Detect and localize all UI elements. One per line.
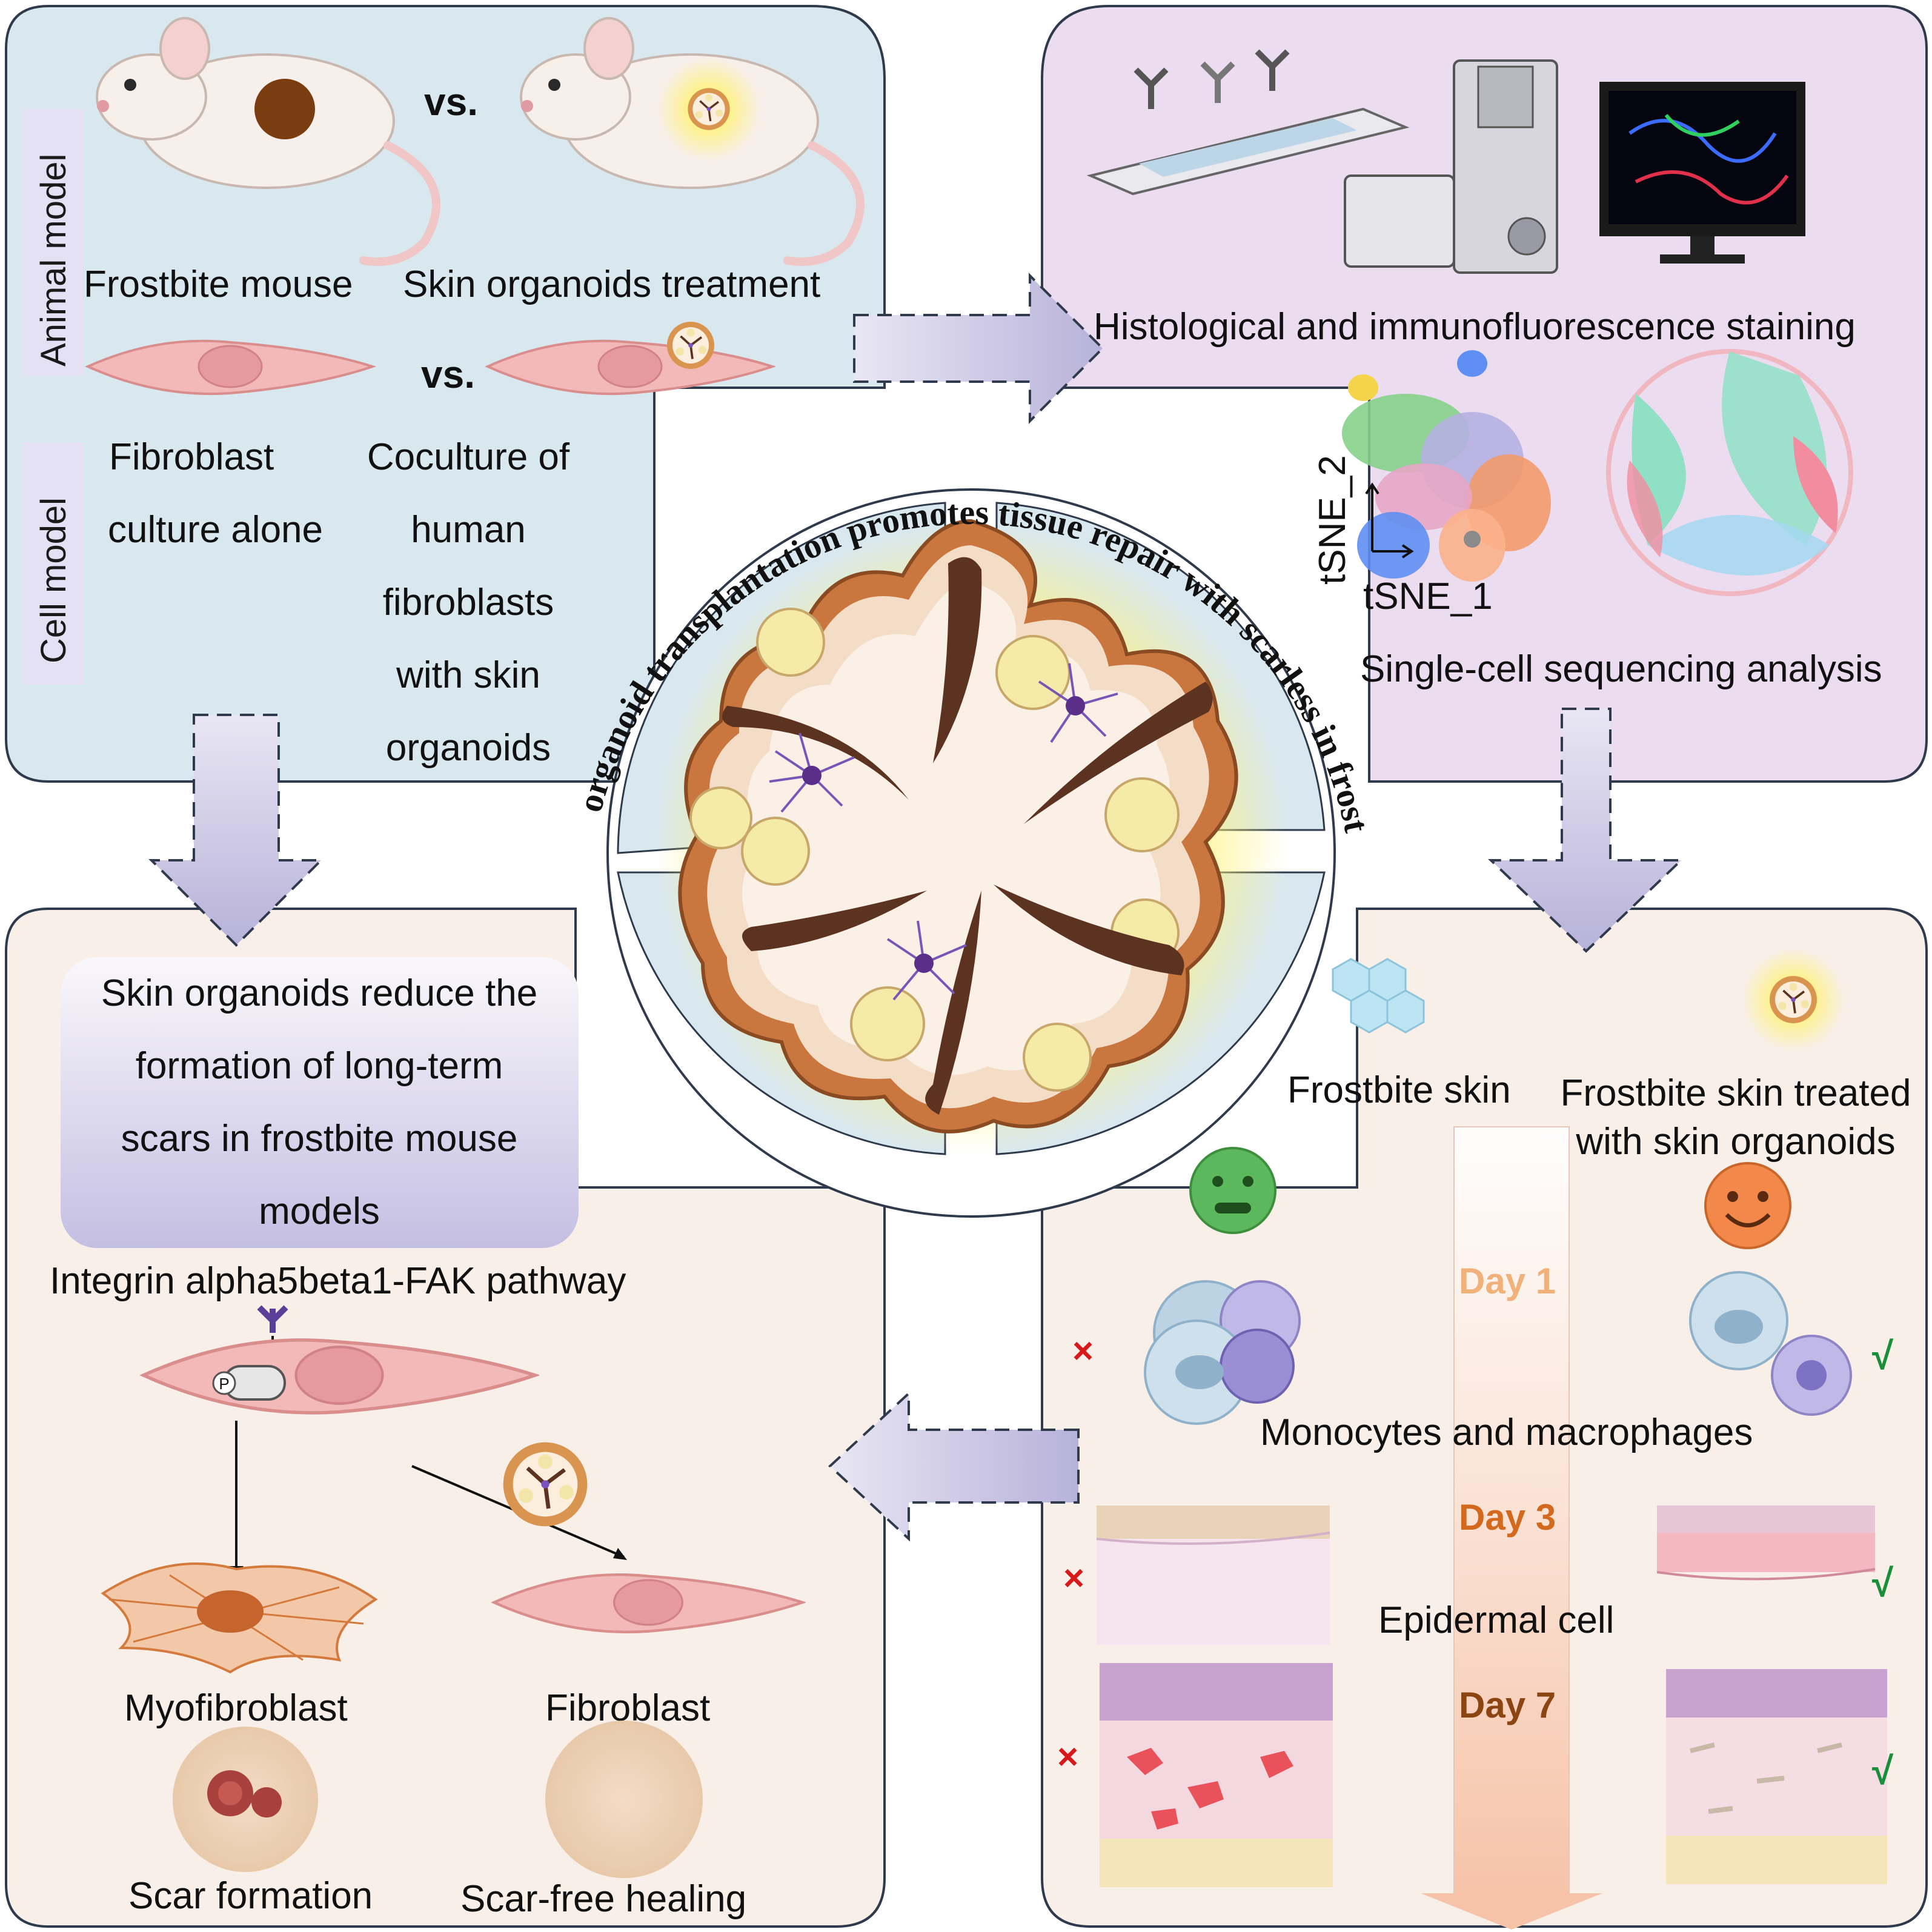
monocytes-label: Monocytes and macrophages: [1260, 1412, 1753, 1453]
pathway-label: Integrin alpha5beta1-FAK pathway: [50, 1260, 626, 1302]
frostbite-mouse-illustration: [96, 17, 440, 266]
center-organoid-diagram: [606, 488, 1336, 1218]
check-mark-day7: √: [1872, 1749, 1894, 1793]
happy-face-icon: [1704, 1162, 1791, 1249]
arrow-top-left-to-right: [853, 273, 1104, 424]
check-mark-day1: √: [1872, 1334, 1894, 1378]
staining-label: Histological and immunofluorescence stai…: [1094, 306, 1856, 348]
pathway-cell-illustration: P: [144, 1305, 535, 1413]
dermis-frostbite-day7: [1100, 1663, 1333, 1887]
summary-line-4: models: [259, 1190, 380, 1232]
treated-mouse-illustration: [520, 17, 865, 266]
treated-skin-line-2: with skin organoids: [1575, 1121, 1895, 1163]
animal-model-label: Animal model: [34, 154, 73, 367]
treated-skin-line-1: Frostbite skin treated: [1561, 1072, 1911, 1114]
organoid-icon-coculture: [666, 320, 715, 370]
coculture-line-4: with skin: [396, 654, 540, 696]
vs-label-cell: vs.: [421, 353, 475, 396]
summary-line-3: scars in frostbite mouse: [121, 1118, 518, 1160]
monocytes-treated-illustration: [1689, 1271, 1852, 1416]
scar-free-label: Scar-free healing: [460, 1878, 746, 1920]
coculture-line-5: organoids: [386, 727, 551, 769]
skin-organoids-treatment-label: Skin organoids treatment: [403, 264, 820, 305]
chord-diagram-illustration: [1606, 349, 1853, 596]
tsne-plot-illustration: [1342, 350, 1551, 582]
tsne-x-label: tSNE_1: [1363, 576, 1493, 617]
panel-animal-cell-model: [5, 5, 886, 783]
arrow-top-right-to-bottom: [1488, 708, 1684, 953]
timeline-arrowhead: [1421, 1893, 1602, 1930]
fibroblast-culture-line-1: Fibroblast: [109, 436, 274, 478]
tsne-axes: [1365, 482, 1414, 559]
cross-mark-day1: ×: [1072, 1330, 1094, 1371]
vs-label-mouse: vs.: [424, 80, 478, 124]
frostbite-skin-label: Frostbite skin: [1287, 1069, 1511, 1111]
day-3-label: Day 3: [1459, 1497, 1556, 1538]
day-1-label: Day 1: [1459, 1261, 1556, 1301]
organoid-icon-pathway: [503, 1442, 588, 1527]
scar-formation-label: Scar formation: [128, 1875, 373, 1917]
summary-line-1: Skin organoids reduce the: [101, 972, 537, 1014]
day-7-label: Day 7: [1459, 1685, 1556, 1725]
epidermis-frostbite-day3: [1096, 1505, 1330, 1645]
summary-line-2: formation of long-term: [136, 1045, 503, 1087]
arrow-top-left-to-bottom: [148, 714, 324, 947]
timeline-bar: [1453, 1126, 1570, 1897]
scar-free-illustration: [545, 1721, 703, 1878]
cross-mark-day7: ×: [1057, 1736, 1078, 1777]
frostbite-skin-icon: [1332, 958, 1425, 1034]
coculture-line-1: Coculture of: [367, 436, 570, 478]
myofibroblast-label: Myofibroblast: [124, 1687, 348, 1729]
myofibroblast-illustration: [101, 1562, 378, 1674]
cell-model-label: Cell model: [34, 497, 73, 663]
epidermal-label: Epidermal cell: [1378, 1599, 1614, 1641]
phospho-label: P: [219, 1375, 229, 1393]
summary-box: [61, 957, 579, 1248]
frostbite-mouse-label: Frostbite mouse: [84, 264, 353, 305]
coculture-line-2: human: [411, 509, 526, 551]
sick-face-icon: [1189, 1147, 1276, 1234]
dermis-treated-day7: [1666, 1669, 1887, 1884]
monocytes-frostbite-illustration: [1144, 1280, 1301, 1425]
check-mark-day3: √: [1872, 1561, 1894, 1605]
arrow-bottom-right-to-left: [828, 1390, 1080, 1542]
organoid-icon-treated: [1768, 975, 1818, 1024]
tsne-y-label: tSNE_2: [1312, 455, 1353, 585]
staining-equipment-illustration: [1086, 49, 1805, 274]
coculture-line-3: fibroblasts: [383, 582, 554, 623]
epidermis-treated-day3: [1656, 1505, 1876, 1581]
cell-model-tab: [23, 442, 84, 685]
fibroblast-culture-line-2: culture alone: [108, 509, 323, 551]
animal-model-tab: [23, 109, 84, 376]
cross-mark-day3: ×: [1063, 1558, 1084, 1598]
sequencing-label: Single-cell sequencing analysis: [1360, 648, 1882, 690]
